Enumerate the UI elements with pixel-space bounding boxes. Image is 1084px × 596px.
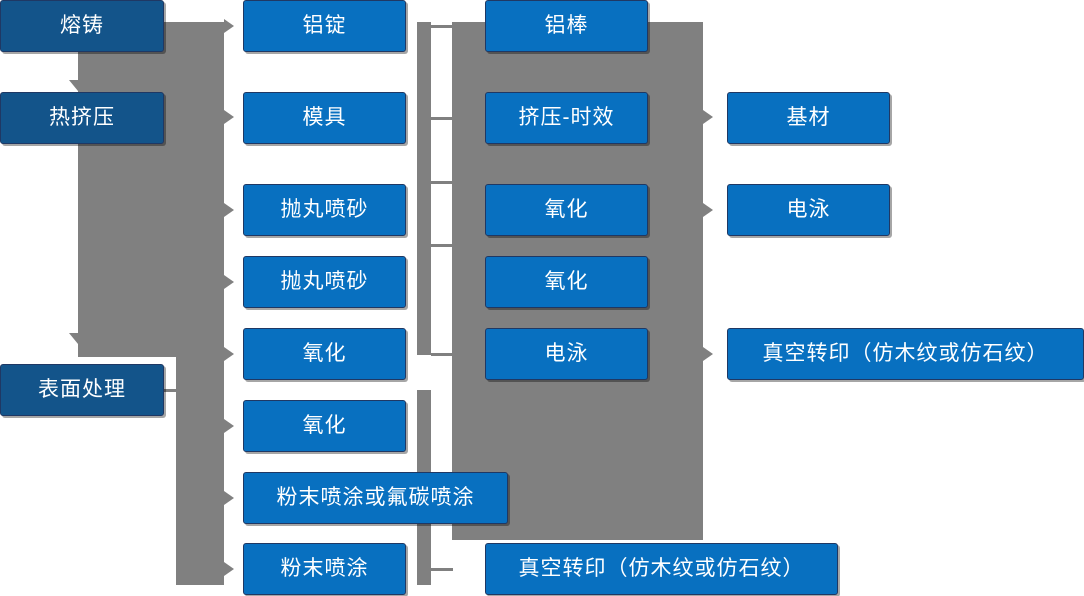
left-connector-lower — [176, 357, 224, 585]
process-box-oxidation-2[interactable]: 氧化 — [485, 256, 648, 308]
output-label: 真空转印（仿木纹或仿石纹） — [762, 342, 1049, 366]
output-box-electrophoresis[interactable]: 电泳 — [727, 184, 890, 236]
output-label: 基材 — [786, 106, 831, 130]
spine-tick-2 — [431, 117, 453, 120]
process-box-aluminium-bar[interactable]: 铝棒 — [485, 0, 648, 52]
input-box-powder-coating[interactable]: 粉末喷涂 — [243, 543, 406, 595]
spine-tick-3 — [431, 181, 453, 184]
spine-tick-4 — [431, 244, 453, 247]
process-feed-arrow-2 — [703, 203, 713, 217]
left-connector-arrow-to-surface — [69, 333, 87, 344]
process-box-electrophoresis[interactable]: 电泳 — [485, 328, 648, 380]
process-box-extrusion-aging[interactable]: 挤压-时效 — [485, 92, 648, 144]
input-label: 模具 — [302, 106, 347, 130]
left-connector-arrow-to-extrusion — [69, 80, 87, 91]
process-label: 氧化 — [544, 198, 589, 222]
input-label: 氧化 — [302, 342, 347, 366]
stage-label: 热挤压 — [49, 106, 115, 130]
input-box-shot-blasting-2[interactable]: 抛丸喷砂 — [243, 256, 406, 308]
input-label: 铝锭 — [302, 14, 347, 38]
left-feed-arrow-6 — [224, 419, 234, 433]
input-box-powder-or-fluorocarbon-coating[interactable]: 粉末喷涂或氟碳喷涂 — [243, 472, 508, 524]
left-feed-arrow-5 — [224, 347, 234, 361]
stage-box-melting[interactable]: 熔铸 — [0, 0, 164, 52]
left-feed-arrow-7 — [224, 491, 234, 505]
input-label: 抛丸喷砂 — [280, 270, 369, 294]
input-box-oxidation-1[interactable]: 氧化 — [243, 328, 406, 380]
left-feed-arrow-3 — [224, 203, 234, 217]
spine-connector-upper — [417, 22, 431, 355]
spine-tick-6 — [431, 568, 453, 571]
left-feed-arrow-8 — [224, 562, 234, 576]
input-label: 粉末喷涂或氟碳喷涂 — [276, 486, 475, 510]
output-label: 电泳 — [786, 198, 831, 222]
stage-box-surface-treatment[interactable]: 表面处理 — [0, 364, 164, 416]
process-label: 真空转印（仿木纹或仿石纹） — [518, 557, 805, 581]
process-box-vacuum-transfer-printing[interactable]: 真空转印（仿木纹或仿石纹） — [485, 543, 838, 595]
process-label: 铝棒 — [544, 14, 589, 38]
stage-label: 表面处理 — [38, 378, 126, 402]
output-box-vacuum-transfer-printing[interactable]: 真空转印（仿木纹或仿石纹） — [727, 328, 1084, 380]
output-box-base-material[interactable]: 基材 — [727, 92, 890, 144]
process-box-oxidation-1[interactable]: 氧化 — [485, 184, 648, 236]
spine-tick-1 — [431, 25, 453, 28]
input-box-aluminium-ingot[interactable]: 铝锭 — [243, 0, 406, 52]
surface-treatment-stub — [164, 389, 186, 392]
stage-box-hot-extrusion[interactable]: 热挤压 — [0, 92, 164, 144]
process-label: 氧化 — [544, 270, 589, 294]
input-box-oxidation-2[interactable]: 氧化 — [243, 400, 406, 452]
process-feed-arrow-3 — [703, 347, 713, 361]
input-label: 粉末喷涂 — [280, 557, 369, 581]
left-feed-arrow-4 — [224, 275, 234, 289]
input-box-mould[interactable]: 模具 — [243, 92, 406, 144]
process-feed-arrow-1 — [703, 110, 713, 124]
input-box-shot-blasting-1[interactable]: 抛丸喷砂 — [243, 184, 406, 236]
stage-label: 熔铸 — [60, 14, 104, 38]
left-feed-arrow-1 — [224, 19, 234, 33]
spine-tick-5 — [431, 353, 453, 356]
input-label: 氧化 — [302, 414, 347, 438]
process-label: 电泳 — [544, 342, 589, 366]
left-feed-arrow-2 — [224, 110, 234, 124]
process-label: 挤压-时效 — [518, 106, 615, 130]
left-connector-upper — [78, 22, 224, 357]
input-label: 抛丸喷砂 — [280, 198, 369, 222]
